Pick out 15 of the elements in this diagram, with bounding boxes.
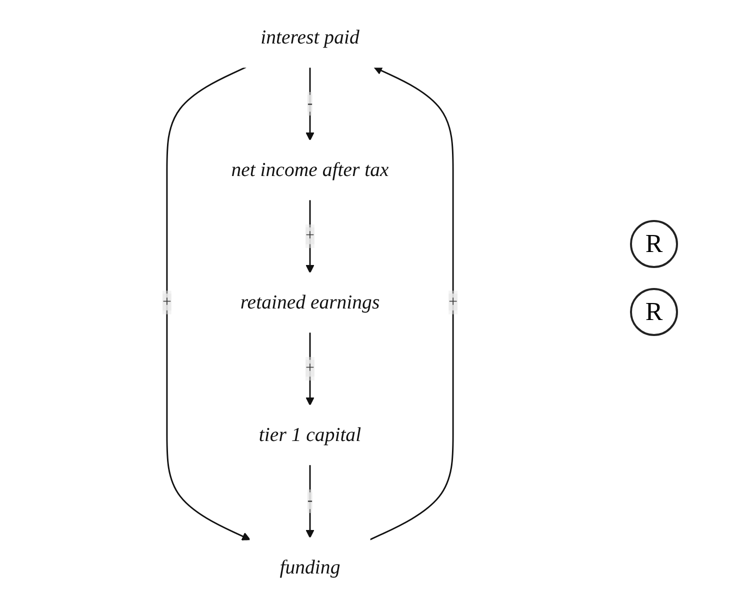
loop-marker: R xyxy=(630,220,678,268)
edge-label: + xyxy=(448,294,458,310)
edge-label: + xyxy=(306,360,314,377)
arrow xyxy=(370,66,454,540)
edge-label: - xyxy=(307,94,313,112)
loop-marker: R xyxy=(630,288,678,336)
node-text: retained earnings xyxy=(240,292,380,314)
node-text: funding xyxy=(280,556,340,578)
node-text: net income after tax xyxy=(231,159,389,181)
edge-label: + xyxy=(306,227,314,244)
node-text: tier 1 capital xyxy=(258,424,362,446)
edge-label: - xyxy=(307,492,313,510)
arrow xyxy=(166,66,251,540)
edge-label: + xyxy=(162,294,172,310)
node-text: interest paid xyxy=(260,26,360,48)
